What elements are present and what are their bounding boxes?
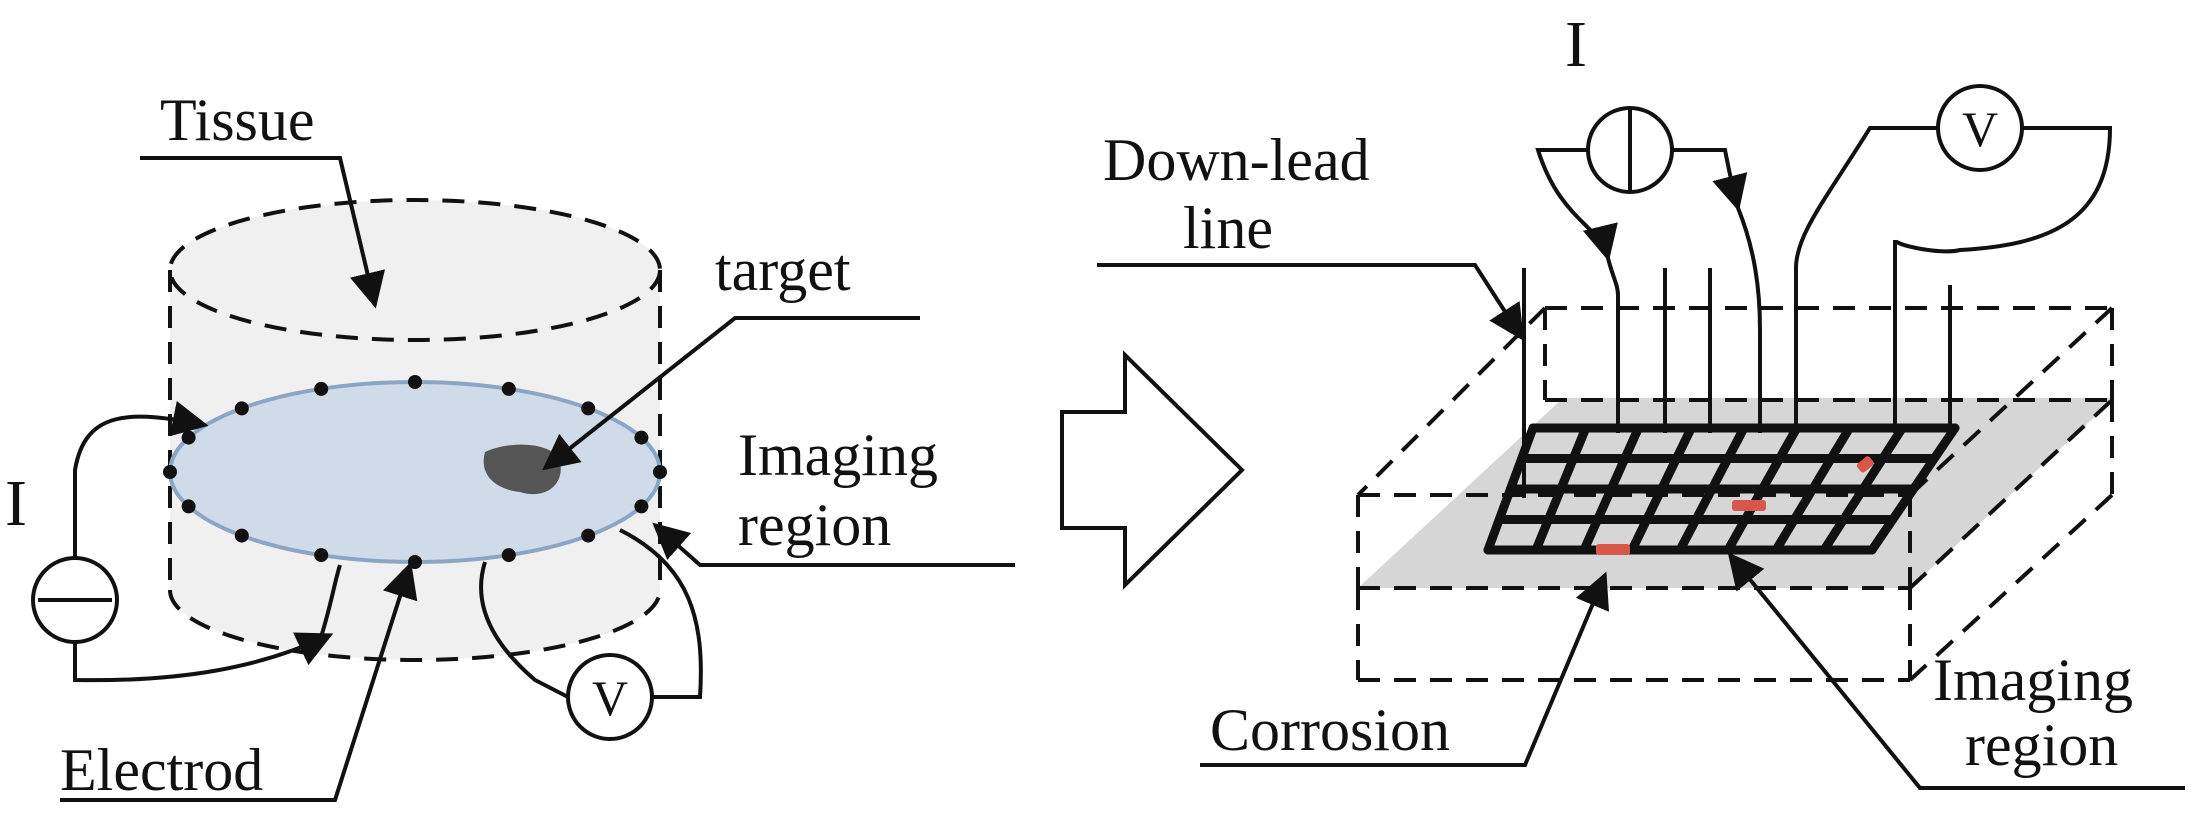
- grid-bar-vertical: [1819, 423, 1907, 555]
- current-source-left: [31, 556, 119, 644]
- corrosion-leader: [1200, 571, 1610, 767]
- electrode-dot: [408, 375, 422, 389]
- grid-bar-vertical: [1771, 423, 1854, 555]
- electrode-leader: [60, 561, 418, 802]
- current-wire-right-b: [1672, 148, 1748, 212]
- voltmeter-wire-b: [619, 528, 703, 699]
- down-lead-label-2: line: [1183, 195, 1273, 261]
- voltmeter-wire-right-b: [1893, 126, 2113, 254]
- target-label: target: [715, 237, 851, 303]
- current-symbol-left: I: [5, 467, 27, 540]
- tissue-label: Tissue: [160, 87, 315, 153]
- current-wire-out: [73, 632, 334, 683]
- imaging-region-right-label-2: region: [1965, 712, 2118, 778]
- corrosion-marks: [1596, 456, 1874, 555]
- imaging-region-right-label-1: Imaging: [1933, 647, 2133, 713]
- down-lead-leader: [1097, 263, 1524, 342]
- imaging-region-leader: [652, 522, 1015, 567]
- grid-bar-vertical: [1675, 423, 1749, 555]
- current-symbol-right: I: [1565, 8, 1587, 81]
- target-object: [483, 444, 561, 495]
- electrode-dot: [581, 528, 596, 543]
- electrode-dots: [163, 375, 667, 569]
- electrode-dot: [634, 430, 649, 445]
- current-wire-right-b2: [1736, 207, 1762, 331]
- electrode-dot: [234, 401, 249, 416]
- tissue-leader: [140, 156, 386, 309]
- electrode-dot: [181, 430, 196, 445]
- target-leader: [542, 316, 920, 471]
- voltmeter-wire-a: [479, 561, 569, 699]
- grid-bar-vertical: [1627, 423, 1696, 555]
- current-source-right: [1586, 106, 1674, 194]
- grid-bar-vertical: [1579, 423, 1643, 555]
- corrosion-mark: [1596, 544, 1630, 555]
- grid-bar-vertical: [1723, 423, 1802, 555]
- electrode-dot: [653, 465, 667, 479]
- grid-bar-vertical: [1867, 423, 1960, 555]
- voltmeter-wire-right-a: [1794, 126, 1938, 269]
- current-wire-right-a: [1535, 148, 1618, 262]
- imaging-region-right-leader: [1727, 552, 2185, 790]
- electrode-dot: [314, 381, 329, 396]
- corrosion-mark: [1732, 500, 1766, 511]
- electrode-dot: [501, 381, 516, 396]
- corrosion-label: Corrosion: [1210, 697, 1450, 763]
- electrode-dot: [634, 499, 649, 514]
- imaging-region-label-2: region: [738, 492, 891, 558]
- current-wire-right-a2: [1606, 257, 1620, 296]
- corrosion-mark: [1856, 456, 1874, 473]
- down-lead-lines: [1522, 240, 1952, 498]
- transform-arrow: [1060, 350, 1245, 590]
- grid-bar-vertical: [1531, 423, 1591, 555]
- electrode-dot: [163, 465, 177, 479]
- electrode-dot: [181, 499, 196, 514]
- electrode-label: Electrod: [60, 737, 263, 803]
- grounding-grid: [1483, 423, 1960, 555]
- voltmeter-symbol-left: V: [592, 670, 628, 726]
- electrode-dot: [234, 528, 249, 543]
- current-wire-out-tail: [318, 564, 342, 641]
- electrode-dot: [501, 548, 516, 563]
- imaging-region-label-1: Imaging: [738, 422, 938, 488]
- voltmeter-symbol-right: V: [1962, 101, 1998, 157]
- electrode-dot: [314, 548, 329, 563]
- electrode-dot: [581, 401, 596, 416]
- down-lead-label-1: Down-lead: [1103, 127, 1370, 193]
- current-wire-in: [73, 400, 209, 558]
